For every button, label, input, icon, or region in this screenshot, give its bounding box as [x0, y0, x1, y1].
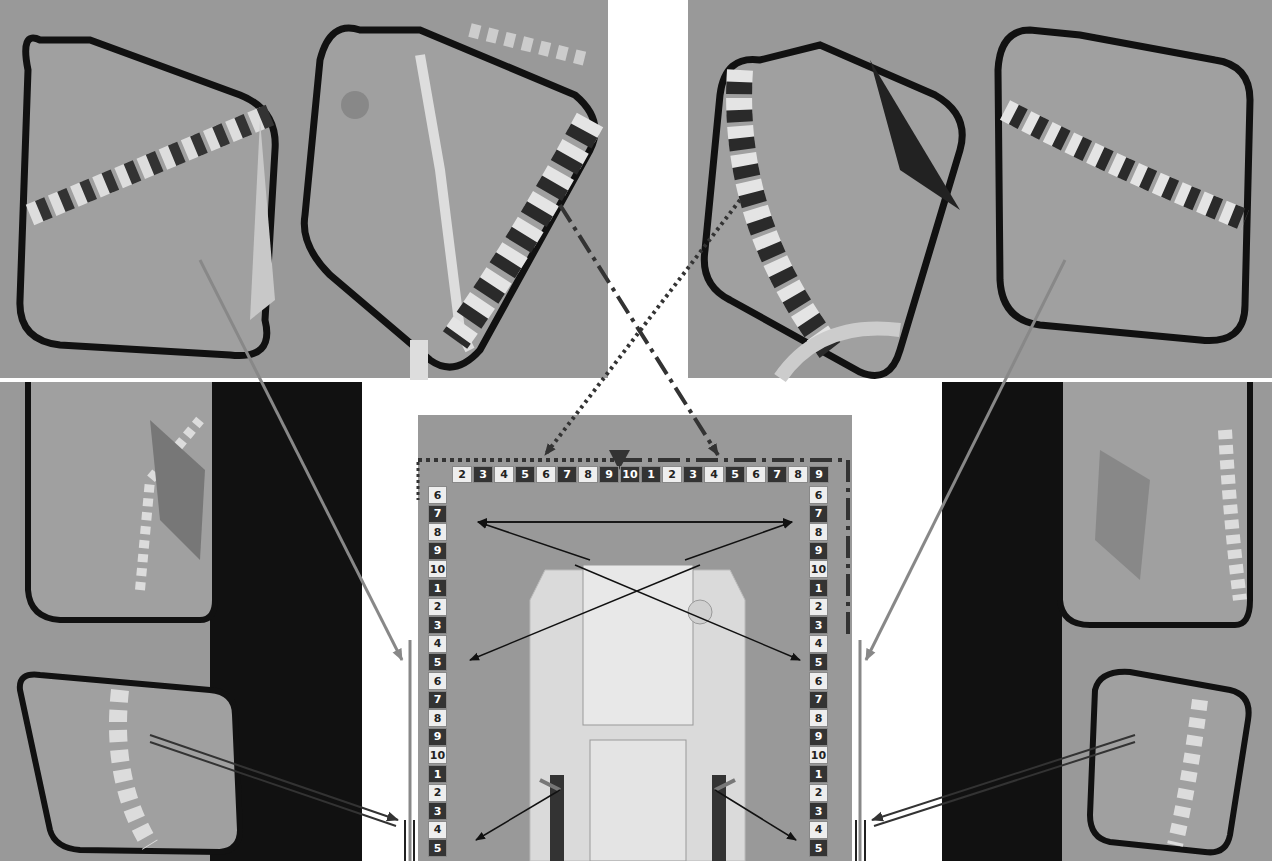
scale-number: 1: [428, 765, 447, 783]
scale-number: 3: [473, 466, 493, 483]
scale-number: 6: [428, 672, 447, 690]
scale-number: 5: [809, 653, 828, 671]
scale-number: 6: [746, 466, 766, 483]
scale-number: 8: [578, 466, 598, 483]
scale-number: 10: [428, 560, 447, 578]
scale-number: 4: [428, 635, 447, 653]
scale-number: 1: [809, 579, 828, 597]
scale-number: 8: [428, 709, 447, 727]
scale-number: 2: [662, 466, 682, 483]
scale-number: 7: [557, 466, 577, 483]
scale-number: 9: [428, 728, 447, 746]
scale-number: 8: [788, 466, 808, 483]
scale-number: 2: [452, 466, 472, 483]
scale-number: 9: [428, 542, 447, 560]
scale-number: 1: [428, 579, 447, 597]
scale-number: 4: [494, 466, 514, 483]
scale-number: 7: [428, 505, 447, 523]
scale-number: 7: [809, 505, 828, 523]
scale-number: 3: [428, 616, 447, 634]
scale-number: 5: [809, 839, 828, 857]
scale-number: 8: [428, 523, 447, 541]
scale-number: 9: [809, 728, 828, 746]
scale-number: 6: [428, 486, 447, 504]
scale-number: 4: [704, 466, 724, 483]
scale-number: 7: [809, 691, 828, 709]
scale-number: 10: [809, 746, 828, 764]
scale-number: 9: [809, 466, 829, 483]
scale-number: 8: [809, 709, 828, 727]
scale-number: 2: [809, 784, 828, 802]
scale-number: 2: [809, 598, 828, 616]
scale-number: 4: [809, 821, 828, 839]
scale-number: 6: [809, 672, 828, 690]
scale-number: 9: [599, 466, 619, 483]
scale-number: 7: [767, 466, 787, 483]
scale-number: 3: [428, 802, 447, 820]
scale-number: 10: [620, 466, 640, 483]
scale-number: 6: [536, 466, 556, 483]
scale-number: 4: [809, 635, 828, 653]
scale-number: 7: [428, 691, 447, 709]
scale-number: 3: [809, 802, 828, 820]
scale-number: 3: [809, 616, 828, 634]
scale-number: 3: [683, 466, 703, 483]
scale-number: 1: [809, 765, 828, 783]
scale-number: 8: [809, 523, 828, 541]
scale-number: 6: [809, 486, 828, 504]
scale-number: 10: [809, 560, 828, 578]
scale-number: 10: [428, 746, 447, 764]
scale-number: 2: [428, 598, 447, 616]
scale-number: 9: [809, 542, 828, 560]
scale-number: 5: [428, 839, 447, 857]
scale-number: 5: [725, 466, 745, 483]
scale-number: 4: [428, 821, 447, 839]
scale-number: 1: [641, 466, 661, 483]
scale-number: 5: [428, 653, 447, 671]
scale-number: 2: [428, 784, 447, 802]
scale-number: 5: [515, 466, 535, 483]
